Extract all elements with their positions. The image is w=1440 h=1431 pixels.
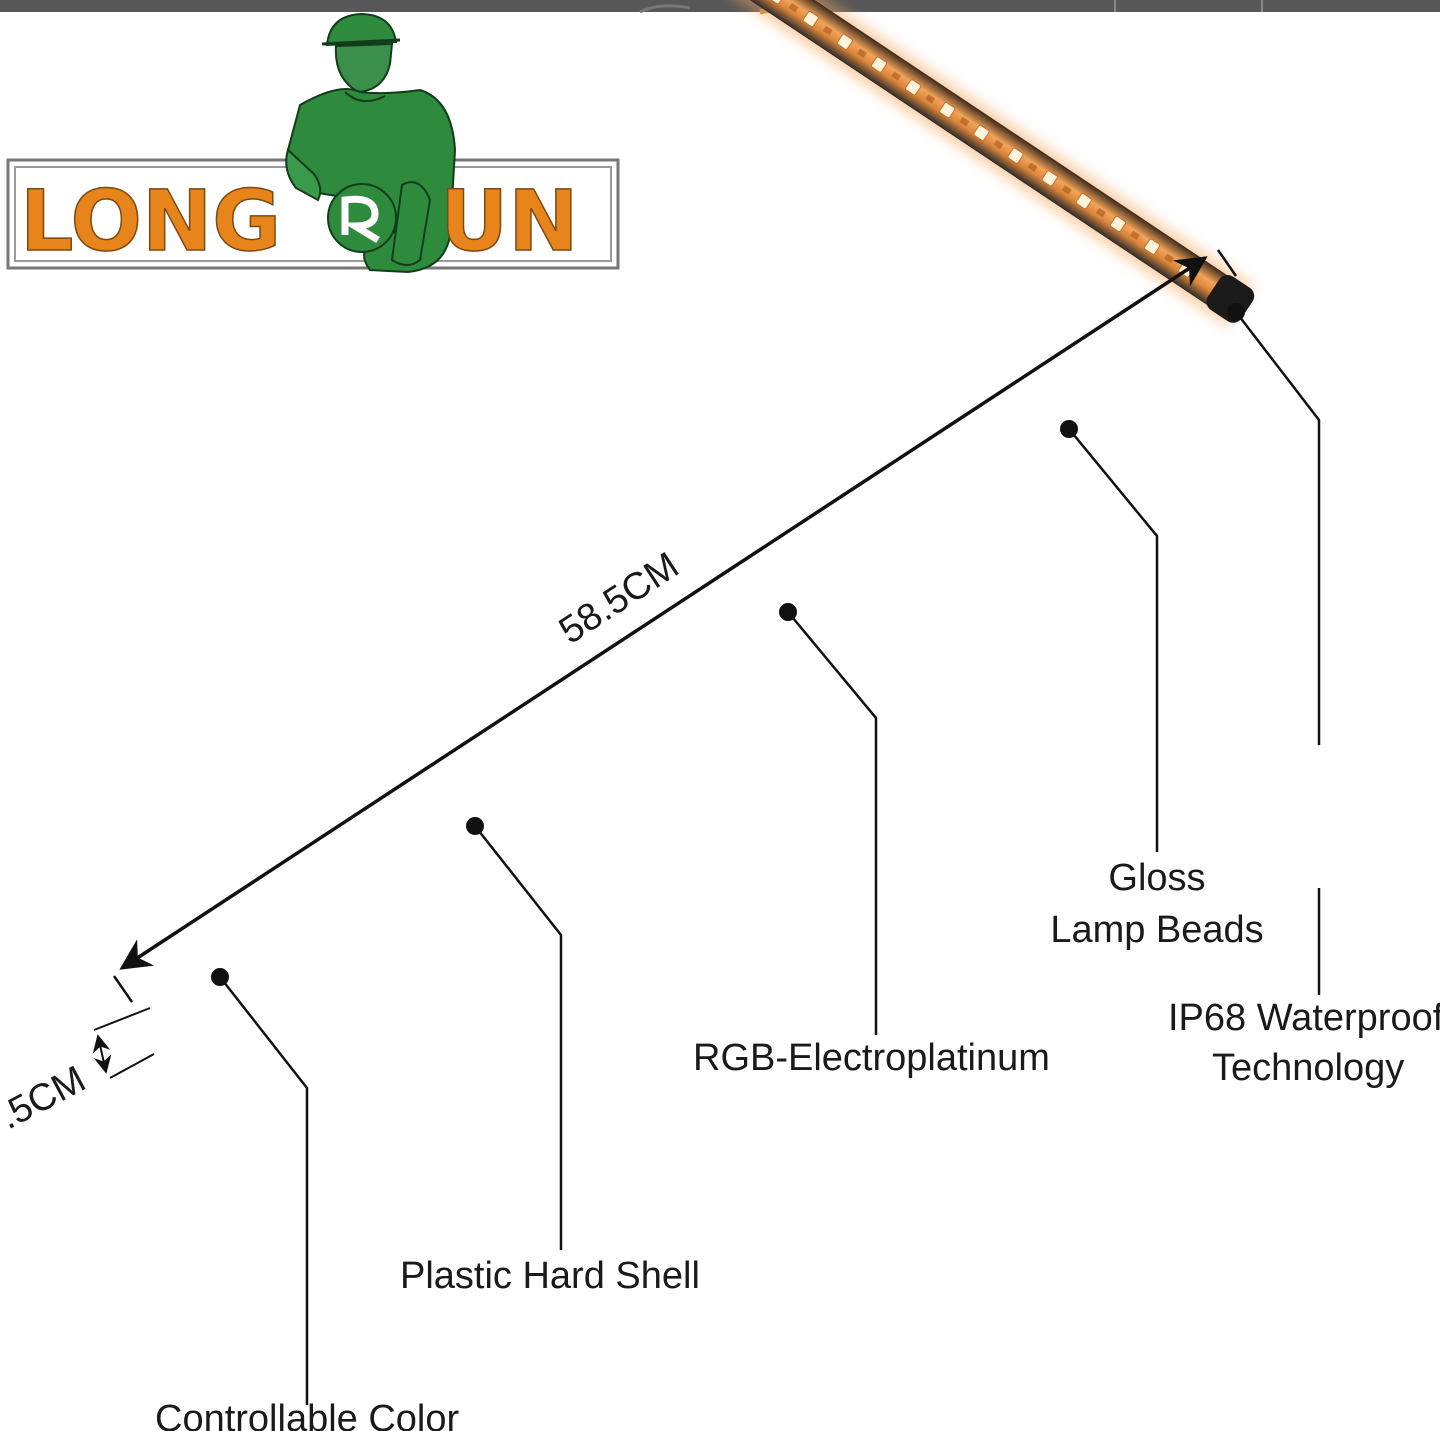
resistor-chip <box>891 71 902 81</box>
led-bead <box>1007 147 1024 164</box>
resistor-chip <box>959 116 970 127</box>
led-bead <box>870 56 888 73</box>
leader-plastic-hard-shell <box>474 825 563 1250</box>
top-cropped-bar <box>0 0 1440 15</box>
resistor-chip <box>788 2 799 13</box>
length-arrow <box>119 256 1208 970</box>
label-plastic-hard-shell: Plastic Hard Shell <box>400 1255 700 1297</box>
length-dimension: 58.5CM <box>112 249 1238 1003</box>
resistor-chip <box>822 25 833 36</box>
callout-labels: Controllable Color Plastic Hard Shell RG… <box>155 857 1440 1431</box>
label-controllable-color: Controllable Color <box>155 1398 459 1431</box>
led-bead <box>1041 170 1058 187</box>
led-bead <box>768 0 785 5</box>
led-bead <box>1144 238 1161 255</box>
diameter-label: .5CM <box>0 1058 92 1138</box>
led-bead <box>802 10 819 28</box>
length-label: 58.5CM <box>552 545 686 653</box>
led-bead <box>905 79 922 96</box>
leader-ip68-upper <box>1235 311 1321 745</box>
resistor-chip <box>1061 185 1072 195</box>
label-rgb-electroplatinum: RGB-Electroplatinum <box>693 1037 1050 1079</box>
label-ip68-waterproof: IP68 Waterproof <box>1168 997 1440 1039</box>
resistor-chip <box>1130 230 1141 241</box>
led-bead <box>1075 193 1092 210</box>
led-bead <box>973 124 990 141</box>
resistor-chip <box>1027 162 1038 172</box>
label-technology: Technology <box>1212 1047 1404 1089</box>
resistor-chip <box>1095 207 1106 218</box>
label-lamp-beads: Lamp Beads <box>1050 909 1263 951</box>
led-bead <box>939 102 956 119</box>
leader-rgb-electroplatinum <box>787 611 878 1035</box>
tube-body <box>159 0 1240 313</box>
resistor-chip <box>925 94 936 104</box>
resistor-chip <box>856 48 867 58</box>
registered-mark-icon <box>327 183 397 253</box>
led-bead <box>836 33 853 50</box>
diameter-dimension: .5CM <box>0 1007 155 1138</box>
logo-text-un: UN <box>440 172 579 270</box>
logo-text-long: LONG <box>20 172 281 270</box>
callout-leaders <box>211 303 1321 1405</box>
longrun-logo: LONG UN <box>6 12 620 274</box>
label-gloss: Gloss <box>1108 857 1205 899</box>
led-bead <box>1109 215 1127 232</box>
resistor-chip <box>993 139 1004 149</box>
leader-gloss-lamp-beads <box>1068 428 1159 852</box>
leader-controllable-color <box>219 976 309 1405</box>
